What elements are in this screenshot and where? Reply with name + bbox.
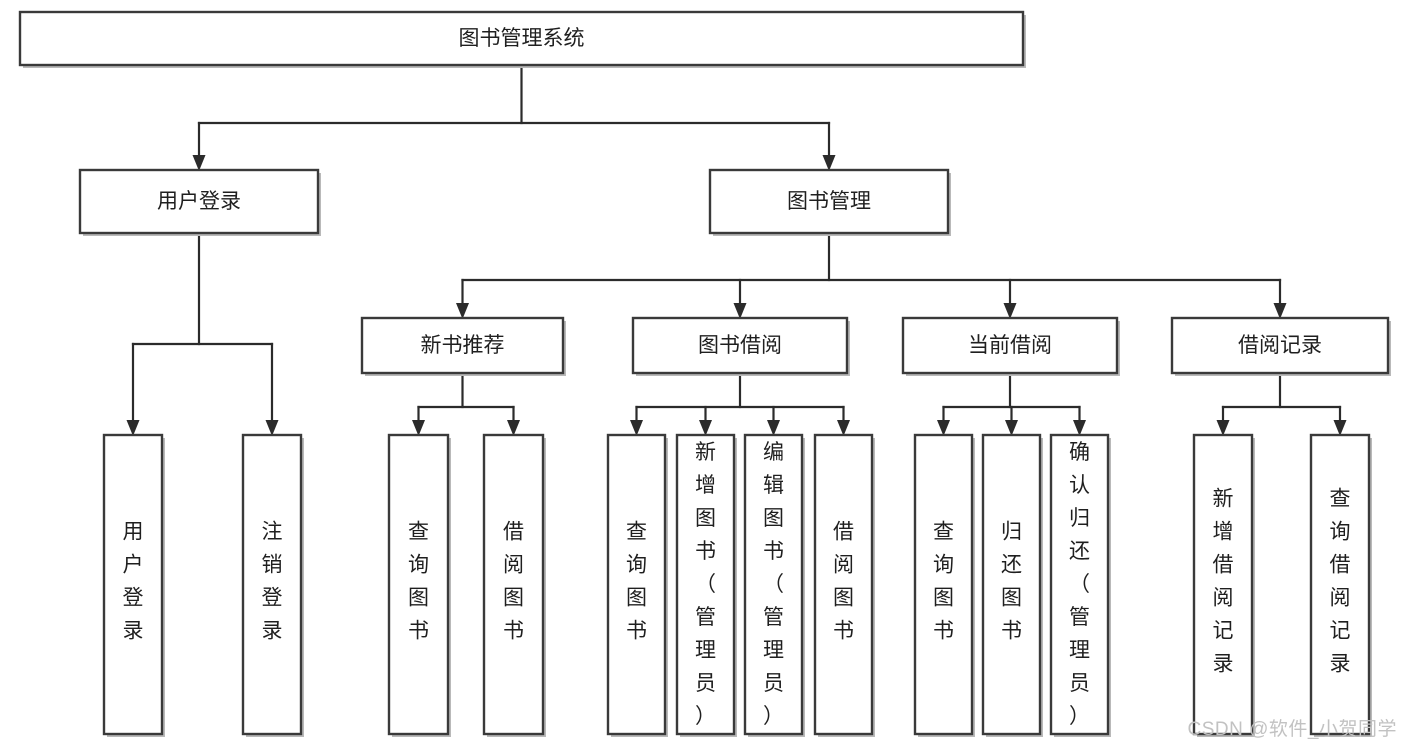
arrow-head-icon (192, 155, 206, 171)
node-label: 查询图书 (408, 521, 429, 643)
node-border (901, 316, 1119, 375)
node-leaf-add-book[interactable]: 新增图书（管理员） (675, 433, 737, 737)
node-border (1170, 316, 1390, 375)
node-label: 借阅图书 (833, 521, 854, 643)
node-label: 归还图书 (1001, 521, 1022, 643)
arrow-head-icon (1333, 420, 1347, 436)
node-border (1049, 433, 1110, 736)
node-border (913, 433, 974, 736)
node-border (981, 433, 1042, 736)
node-border (241, 433, 303, 736)
node-leaf-query-book-3[interactable]: 查询图书 (913, 433, 975, 737)
node-current-borrow[interactable]: 当前借阅 (901, 316, 1120, 376)
node-leaf-user-logout[interactable]: 注销登录 (241, 433, 304, 737)
node-border (18, 10, 1025, 67)
node-label: 注销登录 (262, 521, 283, 643)
node-label: 用户登录 (157, 190, 241, 213)
arrow-head-icon (699, 420, 712, 436)
node-leaf-add-record[interactable]: 新增借阅记录 (1192, 433, 1255, 737)
arrow-head-icon (1005, 420, 1018, 436)
arrow-head-icon (1003, 303, 1017, 319)
node-book-manage[interactable]: 图书管理 (708, 168, 951, 236)
node-label: 新增借阅记录 (1213, 488, 1234, 676)
node-leaf-query-book-1[interactable]: 查询图书 (387, 433, 451, 737)
arrow-head-icon (733, 303, 747, 319)
node-border (708, 168, 950, 235)
node-label: 图书借阅 (698, 334, 782, 357)
arrow-head-icon (1216, 420, 1230, 436)
node-label: 图书管理系统 (459, 27, 585, 50)
node-border (743, 433, 804, 736)
arrow-head-icon (937, 420, 950, 436)
arrow-head-icon (767, 420, 780, 436)
arrow-head-icon (265, 420, 279, 436)
node-borrow-record[interactable]: 借阅记录 (1170, 316, 1391, 376)
node-border (606, 433, 667, 736)
node-label: 新书推荐 (421, 334, 505, 357)
node-user-login[interactable]: 用户登录 (78, 168, 321, 236)
node-border (631, 316, 849, 375)
arrow-head-icon (1273, 303, 1287, 319)
edges-layer (126, 63, 1347, 436)
node-label: 当前借阅 (968, 334, 1052, 357)
nodes-layer: 图书管理系统用户登录图书管理新书推荐图书借阅当前借阅借阅记录用户登录注销登录查询… (18, 10, 1391, 737)
node-label: 查询图书 (626, 521, 647, 643)
node-leaf-borrow-book-2[interactable]: 借阅图书 (813, 433, 875, 737)
node-root[interactable]: 图书管理系统 (18, 10, 1026, 68)
arrow-head-icon (822, 155, 836, 171)
node-book-borrow[interactable]: 图书借阅 (631, 316, 850, 376)
arrow-head-icon (126, 420, 140, 436)
node-border (1192, 433, 1254, 736)
node-label: 用户登录 (123, 521, 144, 643)
node-label: 借阅图书 (503, 521, 524, 643)
node-border (482, 433, 545, 736)
node-label: 查询图书 (933, 521, 954, 643)
node-border (813, 433, 874, 736)
node-label: 图书管理 (787, 190, 871, 213)
node-border (360, 316, 565, 375)
arrow-head-icon (412, 420, 425, 436)
node-label: 编辑图书（管理员） (763, 441, 784, 728)
node-border (78, 168, 320, 235)
node-leaf-confirm-return[interactable]: 确认归还（管理员） (1049, 433, 1111, 737)
node-label: 查询借阅记录 (1330, 488, 1351, 676)
node-new-book-rec[interactable]: 新书推荐 (360, 316, 566, 376)
node-leaf-user-login[interactable]: 用户登录 (102, 433, 165, 737)
node-leaf-borrow-book-1[interactable]: 借阅图书 (482, 433, 546, 737)
arrow-head-icon (837, 420, 850, 436)
node-border (387, 433, 450, 736)
node-border (1309, 433, 1371, 736)
node-border (675, 433, 736, 736)
node-leaf-query-record[interactable]: 查询借阅记录 (1309, 433, 1372, 737)
node-leaf-edit-book[interactable]: 编辑图书（管理员） (743, 433, 805, 737)
node-label: 新增图书（管理员） (695, 441, 716, 728)
node-leaf-return-book[interactable]: 归还图书 (981, 433, 1043, 737)
node-border (102, 433, 164, 736)
csdn-watermark: CSDN @软件_小贺同学 (1187, 719, 1397, 740)
node-leaf-query-book-2[interactable]: 查询图书 (606, 433, 668, 737)
arrow-head-icon (507, 420, 520, 436)
node-label: 确认归还（管理员） (1069, 441, 1090, 728)
arrow-head-icon (1073, 420, 1086, 436)
node-label: 借阅记录 (1238, 334, 1322, 357)
arrow-head-icon (456, 303, 469, 319)
arrow-head-icon (630, 420, 643, 436)
